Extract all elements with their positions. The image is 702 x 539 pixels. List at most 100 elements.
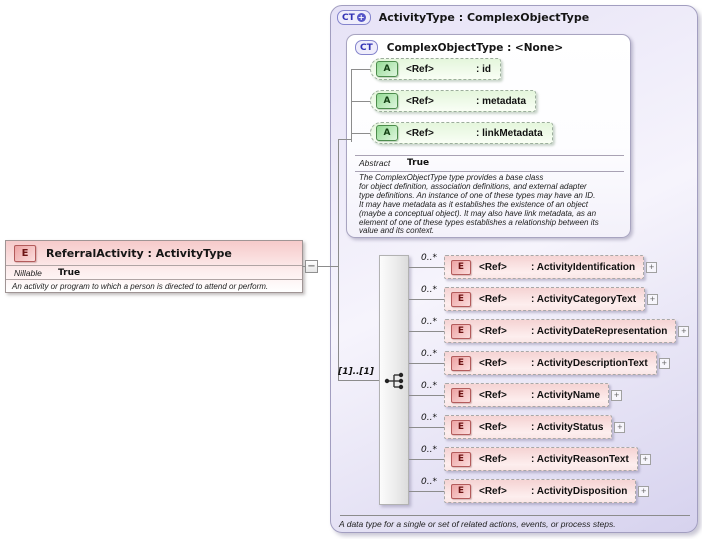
element-ref-label: <Ref> — [479, 485, 507, 497]
divider — [340, 515, 690, 516]
activity-type-header: CT+ ActivityType : ComplexObjectType — [337, 10, 589, 25]
attribute-name: : linkMetadata — [476, 127, 543, 139]
plus-circle-icon: + — [356, 13, 366, 22]
attribute-badge-icon: A — [376, 61, 398, 77]
connector-line — [409, 267, 444, 268]
activity-type-container: CT+ ActivityType : ComplexObjectType CT … — [330, 5, 698, 533]
element-ref-label: <Ref> — [479, 453, 507, 465]
expand-toggle-icon[interactable]: + — [678, 325, 690, 337]
element-name: : ActivityDisposition — [531, 485, 628, 497]
element-badge-icon: E — [451, 259, 471, 275]
connector-line — [409, 363, 444, 364]
complex-object-type-header: CT ComplexObjectType : <None> — [355, 40, 563, 55]
divider — [355, 171, 624, 172]
element-badge-icon: E — [451, 291, 471, 307]
occurs-label: 0..* — [421, 349, 437, 359]
connector-line — [351, 101, 371, 102]
connector-line — [351, 69, 371, 70]
element-row: E <Ref> : ActivityName + — [444, 383, 623, 407]
occurs-label: 0..* — [421, 317, 437, 327]
attribute-ref-label: <Ref> — [406, 63, 434, 75]
element-ref-label: <Ref> — [479, 293, 507, 305]
occurs-label: 0..* — [421, 477, 437, 487]
attribute-badge-icon: A — [376, 93, 398, 109]
ct-badge-label: CT — [342, 12, 355, 23]
element-activity-status[interactable]: E <Ref> : ActivityStatus — [444, 415, 613, 439]
element-badge-icon: E — [451, 451, 471, 467]
element-ref-label: <Ref> — [479, 325, 507, 337]
connector-line — [409, 459, 444, 460]
occurs-label: 0..* — [421, 285, 437, 295]
divider — [6, 265, 302, 266]
connector-line — [409, 491, 444, 492]
referral-activity-header: E ReferralActivity : ActivityType — [6, 241, 302, 265]
abstract-value: True — [407, 158, 430, 168]
attribute-link-metadata[interactable]: A <Ref> : linkMetadata — [370, 122, 553, 144]
element-badge-icon: E — [14, 244, 36, 262]
connector-line — [338, 380, 380, 381]
occurs-label: 0..* — [421, 445, 437, 455]
expand-toggle-icon[interactable]: + — [638, 485, 650, 497]
complex-object-type-description: The ComplexObjectType type provides a ba… — [359, 173, 599, 236]
element-badge-icon: E — [451, 355, 471, 371]
complex-type-badge-icon: CT — [355, 40, 378, 55]
connector-line — [409, 299, 444, 300]
element-activity-description-text[interactable]: E <Ref> : ActivityDescriptionText — [444, 351, 657, 375]
element-name: : ActivityIdentification — [531, 261, 636, 273]
element-ref-label: <Ref> — [479, 389, 507, 401]
connector-line — [338, 139, 351, 140]
expand-toggle-icon[interactable]: + — [614, 421, 626, 433]
complex-object-type-box[interactable]: CT ComplexObjectType : <None> A <Ref> : … — [346, 34, 631, 238]
element-badge-icon: E — [451, 483, 471, 499]
element-row: E <Ref> : ActivityIdentification + — [444, 255, 658, 279]
element-row: E <Ref> : ActivityDateRepresentation + — [444, 319, 690, 343]
divider — [6, 279, 302, 280]
sequence-icon — [384, 372, 404, 390]
expand-toggle-icon[interactable]: + — [611, 389, 623, 401]
connector-line — [409, 427, 444, 428]
connector-line — [318, 266, 338, 267]
collapse-toggle-icon[interactable]: − — [305, 260, 318, 273]
expand-toggle-icon[interactable]: + — [658, 357, 670, 369]
attribute-badge-icon: A — [376, 125, 398, 141]
expand-toggle-icon[interactable]: + — [646, 261, 658, 273]
element-activity-disposition[interactable]: E <Ref> : ActivityDisposition — [444, 479, 637, 503]
element-activity-date-representation[interactable]: E <Ref> : ActivityDateRepresentation — [444, 319, 677, 343]
element-row: E <Ref> : ActivityDisposition + — [444, 479, 650, 503]
attribute-name: : metadata — [476, 95, 527, 107]
element-row: E <Ref> : ActivityDescriptionText + — [444, 351, 670, 375]
element-activity-identification[interactable]: E <Ref> : ActivityIdentification — [444, 255, 645, 279]
element-name: : ActivityStatus — [531, 421, 604, 433]
divider — [355, 155, 624, 156]
attribute-metadata[interactable]: A <Ref> : metadata — [370, 90, 537, 112]
occurs-label: 0..* — [421, 413, 437, 423]
connector-line — [338, 139, 339, 381]
attribute-id[interactable]: A <Ref> : id — [370, 58, 501, 80]
element-activity-reason-text[interactable]: E <Ref> : ActivityReasonText — [444, 447, 638, 471]
element-row: E <Ref> : ActivityStatus + — [444, 415, 626, 439]
element-name: : ActivityDateRepresentation — [531, 325, 668, 337]
element-name: : ActivityReasonText — [531, 453, 629, 465]
element-badge-icon: E — [451, 387, 471, 403]
connector-line — [351, 133, 371, 134]
expand-toggle-icon[interactable]: + — [639, 453, 651, 465]
element-badge-icon: E — [451, 419, 471, 435]
referral-activity-element-box[interactable]: E ReferralActivity : ActivityType Nillab… — [5, 240, 303, 293]
element-name: : ActivityDescriptionText — [531, 357, 648, 369]
sequence-compositor-bar[interactable] — [379, 255, 409, 505]
attribute-ref-label: <Ref> — [406, 127, 434, 139]
element-name: : ActivityName — [531, 389, 601, 401]
activity-type-annotation: A data type for a single or set of relat… — [339, 519, 616, 529]
element-activity-name[interactable]: E <Ref> : ActivityName — [444, 383, 610, 407]
element-ref-label: <Ref> — [479, 261, 507, 273]
nillable-label: Nillable — [14, 268, 42, 278]
expand-toggle-icon[interactable]: + — [647, 293, 659, 305]
occurs-label: 0..* — [421, 253, 437, 263]
element-name: : ActivityCategoryText — [531, 293, 637, 305]
nillable-value: True — [58, 268, 81, 278]
element-ref-label: <Ref> — [479, 421, 507, 433]
element-activity-category-text[interactable]: E <Ref> : ActivityCategoryText — [444, 287, 646, 311]
element-badge-icon: E — [451, 323, 471, 339]
connector-line — [409, 331, 444, 332]
